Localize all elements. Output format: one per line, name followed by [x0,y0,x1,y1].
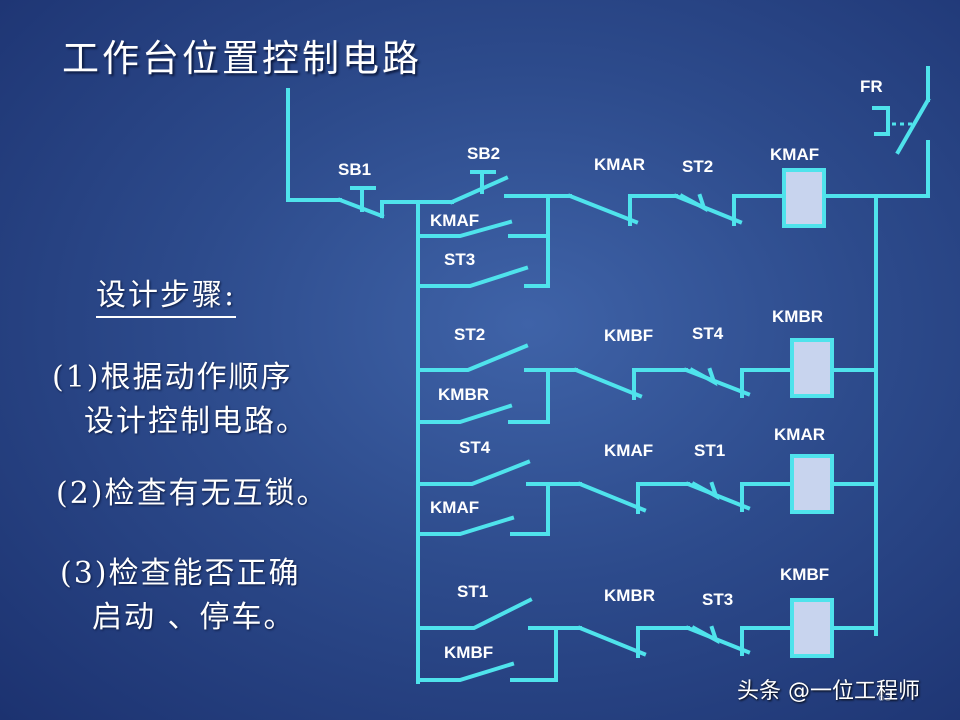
label-rung2-holding: KMBR [438,385,489,404]
label-rung1-interlock: KMAR [594,155,645,174]
step-1-line-1: (1)根据动作顺序 [52,360,293,395]
label-sb1: SB1 [338,160,371,179]
label-rung4-holding: KMBF [444,643,493,662]
step-3-line-1: (3)检查能否正确 [60,556,301,591]
label-fr: FR [860,77,883,96]
coil-kmbf [790,598,834,658]
st2-limit-symbol-rung1 [673,193,743,226]
coil-kmaf [782,168,826,228]
coil-kmbr [790,338,834,398]
label-rung2-limit: ST4 [692,324,724,343]
label-rung3-interlock: KMAF [604,441,653,460]
sb1-stop-button-symbol [337,186,385,219]
label-rung2-coil: KMBR [772,307,823,326]
label-rung1-parallel: ST3 [444,250,475,269]
label-rung1-holding: KMAF [430,211,479,230]
step-1-line-2: 设计控制电路。 [84,404,308,439]
coil-kmar [790,454,834,514]
watermark: 头条 @一位工程师 [737,679,920,704]
slide-title: 工作台位置控制电路 [62,37,422,80]
design-steps-heading: 设计步骤: [96,270,237,318]
label-sb2: SB2 [467,144,500,163]
label-rung3-holding: KMAF [430,498,479,517]
label-rung3-contact: ST4 [459,438,491,457]
label-rung3-coil: KMAR [774,425,825,444]
circuit-wiring [286,66,931,684]
fr-overload-contact-symbol [872,66,931,198]
label-rung1-coil: KMAF [770,145,819,164]
label-rung4-interlock: KMBR [604,586,655,605]
sb2-start-button-symbol [449,170,509,205]
label-rung4-contact: ST1 [457,582,488,601]
page-number: 63 [878,690,892,704]
step-3-line-2: 启动 、停车。 [92,600,296,635]
label-rung4-coil: KMBF [780,565,829,584]
label-rung1-limit: ST2 [682,157,713,176]
label-rung2-contact: ST2 [454,325,485,344]
label-rung3-limit: ST1 [694,441,725,460]
label-rung2-interlock: KMBF [604,326,653,345]
step-2: (2)检查有无互锁。 [56,476,329,511]
label-rung4-limit: ST3 [702,590,733,609]
